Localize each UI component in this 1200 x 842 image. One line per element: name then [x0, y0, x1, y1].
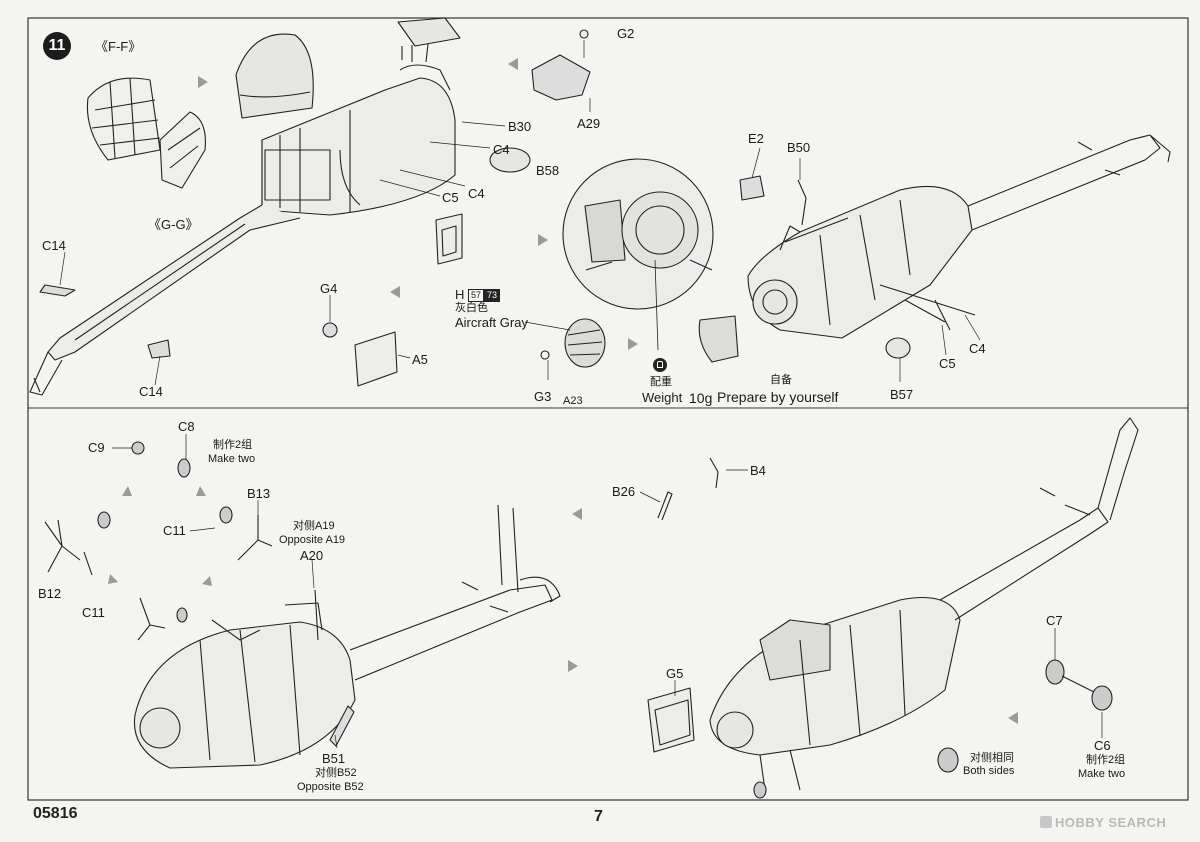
part-label-c5-b: C5 — [939, 356, 956, 371]
part-c6-wheel — [1091, 685, 1113, 711]
part-b57 — [885, 337, 911, 359]
section-label-gg: 《G-G》 — [148, 217, 199, 232]
paint-color-en: Aircraft Gray — [455, 315, 528, 330]
paint-code-b: 73 — [484, 289, 501, 303]
part-label-c4-c: C4 — [969, 341, 986, 356]
note-opposite-a19-cn: 对侧A19 — [293, 520, 335, 532]
part-e2 — [739, 175, 765, 201]
part-b12-gear — [44, 519, 81, 573]
part-label-e2: E2 — [748, 131, 764, 146]
part-label-b30: B30 — [508, 119, 532, 134]
part-g5-window — [647, 687, 695, 753]
part-label-c14-b: C14 — [139, 384, 163, 399]
part-label-c6: C6 — [1094, 738, 1111, 753]
part-label-b12: B12 — [38, 586, 62, 601]
part-label-c7: C7 — [1046, 613, 1063, 628]
part-label-b57: B57 — [890, 387, 914, 402]
helicopter-assembled — [709, 417, 1139, 799]
part-label-c4: C4 — [493, 142, 510, 157]
part-label-c5: C5 — [442, 190, 459, 205]
hobby-search-logo-icon — [1040, 816, 1052, 828]
watermark-text: HOBBY SEARCH — [1055, 815, 1167, 830]
part-b51-strut — [329, 705, 355, 747]
part-label-c4-b: C4 — [468, 186, 485, 201]
part-label-c9: C9 — [88, 440, 105, 455]
page-border — [27, 17, 1189, 801]
prepare-en: Prepare by yourself — [717, 389, 839, 405]
cockpit-frame-ff — [86, 77, 161, 161]
part-label-b50: B50 — [787, 140, 811, 155]
note-both-sides-cn: 对侧相同 — [970, 752, 1014, 764]
part-a5 — [354, 331, 398, 387]
note-make-two2-cn: 制作2组 — [1086, 754, 1126, 766]
note-both-sides: Both sides — [963, 765, 1015, 777]
part-label-a5: A5 — [412, 352, 428, 367]
part-label-c11-b: C11 — [82, 605, 105, 620]
part-label-b51: B51 — [322, 751, 346, 766]
part-label-c14-a: C14 — [42, 238, 66, 253]
step-number-badge: 11 — [43, 32, 71, 60]
note-make-two2: Make two — [1078, 768, 1126, 780]
weight-amount: 10g — [689, 390, 713, 406]
note-opposite-b52: Opposite B52 — [297, 781, 364, 793]
part-label-a20: A20 — [300, 548, 324, 563]
note-make-two: Make two — [208, 453, 256, 465]
part-c8-wheel — [177, 458, 191, 478]
part-c14-a — [39, 284, 76, 297]
weight-icon — [653, 358, 667, 372]
part-label-b58: B58 — [536, 163, 560, 178]
product-code: 05816 — [33, 805, 78, 822]
part-b58 — [489, 147, 531, 173]
prepare-cn: 自备 — [770, 374, 792, 386]
part-label-c11: C11 — [163, 523, 186, 538]
part-label-a29: A29 — [577, 116, 601, 131]
part-label-b26: B26 — [612, 484, 636, 499]
part-a29 — [531, 54, 591, 101]
gear-assembly-a — [137, 597, 166, 641]
part-g4 — [322, 322, 338, 338]
part-label-g3: G3 — [534, 389, 552, 404]
part-c5-window — [435, 213, 463, 265]
part-label-a23: A23 — [563, 395, 583, 407]
part-a20-strut — [284, 589, 323, 641]
watermark-logo: HOBBY SEARCH — [1040, 815, 1166, 830]
part-label-g2: G2 — [617, 26, 635, 41]
part-g2 — [579, 29, 589, 39]
direction-arrows — [108, 58, 1018, 724]
paint-color-cn: 灰白色 — [455, 302, 488, 314]
part-c7-wheel — [1045, 659, 1065, 685]
note-opposite-a19: Opposite A19 — [279, 534, 346, 546]
part-label-b4: B4 — [750, 463, 766, 478]
fuselage-right-top — [747, 134, 1171, 339]
weight-cn: 配重 — [650, 376, 672, 388]
weight-en: Weight — [642, 390, 683, 405]
part-b50 — [797, 179, 807, 226]
cockpit-frame-gg — [159, 111, 206, 189]
part-c9-wheel — [131, 441, 145, 455]
part-label-g5: G5 — [666, 666, 684, 681]
part-c14-b — [147, 339, 171, 359]
part-c11-strut — [83, 551, 93, 576]
part-b13-gear — [237, 515, 273, 561]
paint-code-a: 57 — [468, 289, 485, 303]
part-b26-strut — [657, 491, 673, 521]
fuselage-left-bottom — [133, 504, 561, 769]
part-g3 — [540, 350, 550, 360]
paint-code-letter: H — [455, 287, 465, 302]
part-b4-strut — [709, 457, 719, 489]
part-nose-cover — [698, 315, 739, 363]
page-number: 7 — [594, 808, 603, 825]
part-label-c8: C8 — [178, 419, 195, 434]
part-label-b13: B13 — [247, 486, 271, 501]
part-c4-c5-struts — [879, 284, 976, 331]
section-label-ff: 《F-F》 — [95, 39, 142, 54]
note-opposite-b52-cn: 对侧B52 — [315, 767, 357, 779]
note-make-two-cn: 制作2组 — [213, 439, 253, 451]
fuselage-left-top — [29, 17, 461, 396]
part-label-g4: G4 — [320, 281, 338, 296]
gear-assembly-b — [211, 619, 261, 641]
